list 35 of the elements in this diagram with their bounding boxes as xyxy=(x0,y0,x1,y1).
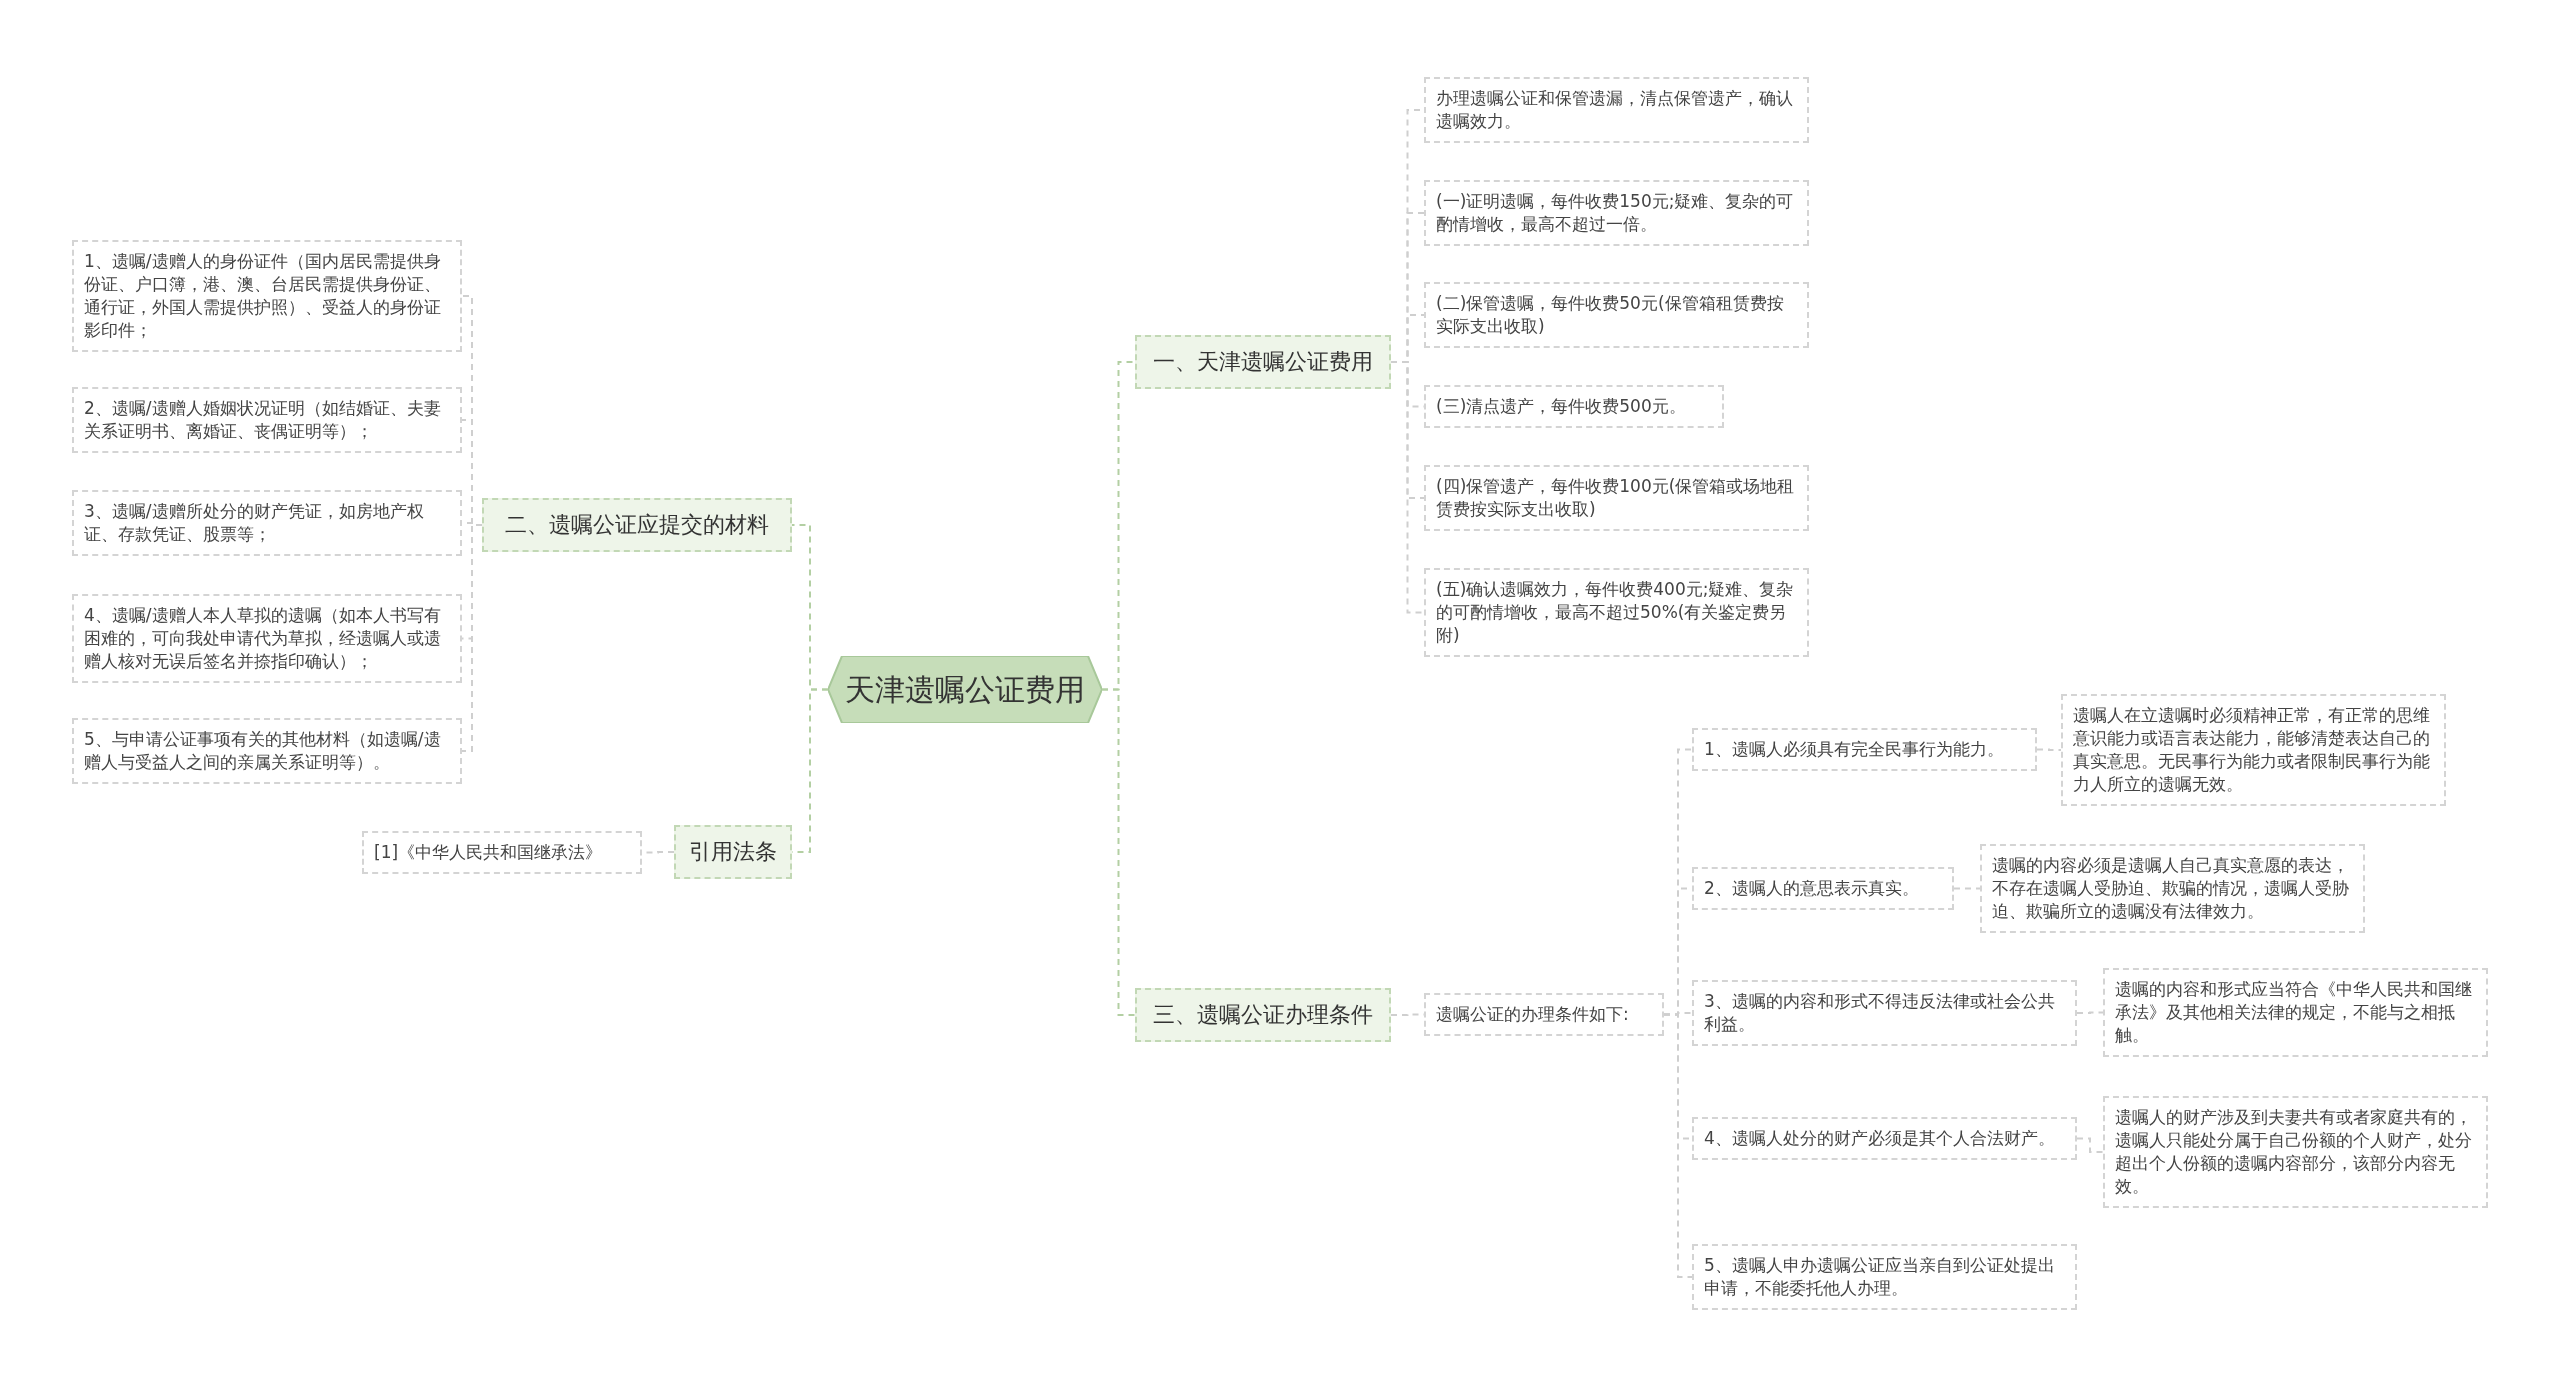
topic-box: 5、与申请公证事项有关的其他材料（如遗嘱/遗赠人与受益人之间的亲属关系证明等）。 xyxy=(72,718,462,784)
root-topic: 天津遗嘱公证费用 xyxy=(828,656,1102,723)
connector-line xyxy=(1663,1013,1693,1278)
topic-box: 1、遗嘱/遗赠人的身份证件（国内居民需提供身份证、户口簿，港、澳、台居民需提供身份证、通行证，外国人需提供护照）、受益人的身份证影印件； xyxy=(72,240,462,352)
topic-box: 1、遗嘱人必须具有完全民事行为能力。 xyxy=(1692,728,2037,771)
connector-line xyxy=(2076,1137,2104,1153)
topic-box: (五)确认遗嘱效力，每件收费400元;疑难、复杂的可酌情增收，最高不超过50%(有关鉴定费另附) xyxy=(1424,568,1809,657)
topic-box: 3、遗嘱的内容和形式不得违反法律或社会公共利益。 xyxy=(1692,980,2077,1046)
connector-line xyxy=(461,524,483,752)
topic-box: 遗嘱的内容和形式应当符合《中华人民共和国继承法》及其他相关法律的规定，不能与之相抵触。 xyxy=(2103,968,2488,1057)
topic-box: 3、遗嘱/遗赠所处分的财产凭证，如房地产权证、存款凭证、股票等； xyxy=(72,490,462,556)
topic-box: 遗嘱公证的办理条件如下: xyxy=(1424,993,1664,1036)
branch-topic: 引用法条 xyxy=(674,825,792,879)
branch-topic: 一、天津遗嘱公证费用 xyxy=(1135,335,1391,389)
topic-box: 5、遗嘱人申办遗嘱公证应当亲自到公证处提出申请，不能委托他人办理。 xyxy=(1692,1244,2077,1310)
connector-line xyxy=(1390,361,1425,614)
topic-box: (四)保管遗产，每件收费100元(保管箱或场地租赁费按实际支出收取) xyxy=(1424,465,1809,531)
topic-box: 遗嘱人的财产涉及到夫妻共有或者家庭共有的，遗嘱人只能处分属于自己份额的个人财产，处分超出个人份额的遗嘱内容部分，该部分内容无效。 xyxy=(2103,1096,2488,1208)
topic-box: (二)保管遗嘱，每件收费50元(保管箱租赁费按实际支出收取) xyxy=(1424,282,1809,348)
connector-line xyxy=(1101,688,1136,1016)
topic-box: (三)清点遗产，每件收费500元。 xyxy=(1424,385,1724,428)
connector-line xyxy=(1953,887,1981,890)
topic-box: 2、遗嘱/遗赠人婚姻状况证明（如结婚证、夫妻关系证明书、离婚证、丧偶证明等）； xyxy=(72,387,462,453)
connector-line xyxy=(2036,748,2062,751)
branch-topic: 二、遗嘱公证应提交的材料 xyxy=(482,498,792,552)
topic-box: 遗嘱的内容必须是遗嘱人自己真实意愿的表达，不存在遗嘱人受胁迫、欺骗的情况，遗嘱人受胁迫、欺骗所立的遗嘱没有法律效力。 xyxy=(1980,844,2365,933)
topic-box: [1]《中华人民共和国继承法》 xyxy=(362,831,642,874)
topic-box: 办理遗嘱公证和保管遗漏，清点保管遗产，确认遗嘱效力。 xyxy=(1424,77,1809,143)
branch-topic: 三、遗嘱公证办理条件 xyxy=(1135,988,1391,1042)
topic-box: 遗嘱人在立遗嘱时必须精神正常，有正常的思维意识能力或语言表达能力，能够清楚表达自己的真实意思。无民事行为能力或者限制民事行为能力人所立的遗嘱无效。 xyxy=(2061,694,2446,806)
topic-box: 4、遗嘱人处分的财产必须是其个人合法财产。 xyxy=(1692,1117,2077,1160)
topic-box: (一)证明遗嘱，每件收费150元;疑难、复杂的可酌情增收，最高不超过一倍。 xyxy=(1424,180,1809,246)
topic-box: 2、遗嘱人的意思表示真实。 xyxy=(1692,867,1954,910)
connector-line xyxy=(2076,1011,2104,1014)
topic-box: 4、遗嘱/遗赠人本人草拟的遗嘱（如本人书写有困难的，可向我处申请代为草拟，经遗嘱人或遗赠人核对无误后签名并捺指印确认）； xyxy=(72,594,462,683)
